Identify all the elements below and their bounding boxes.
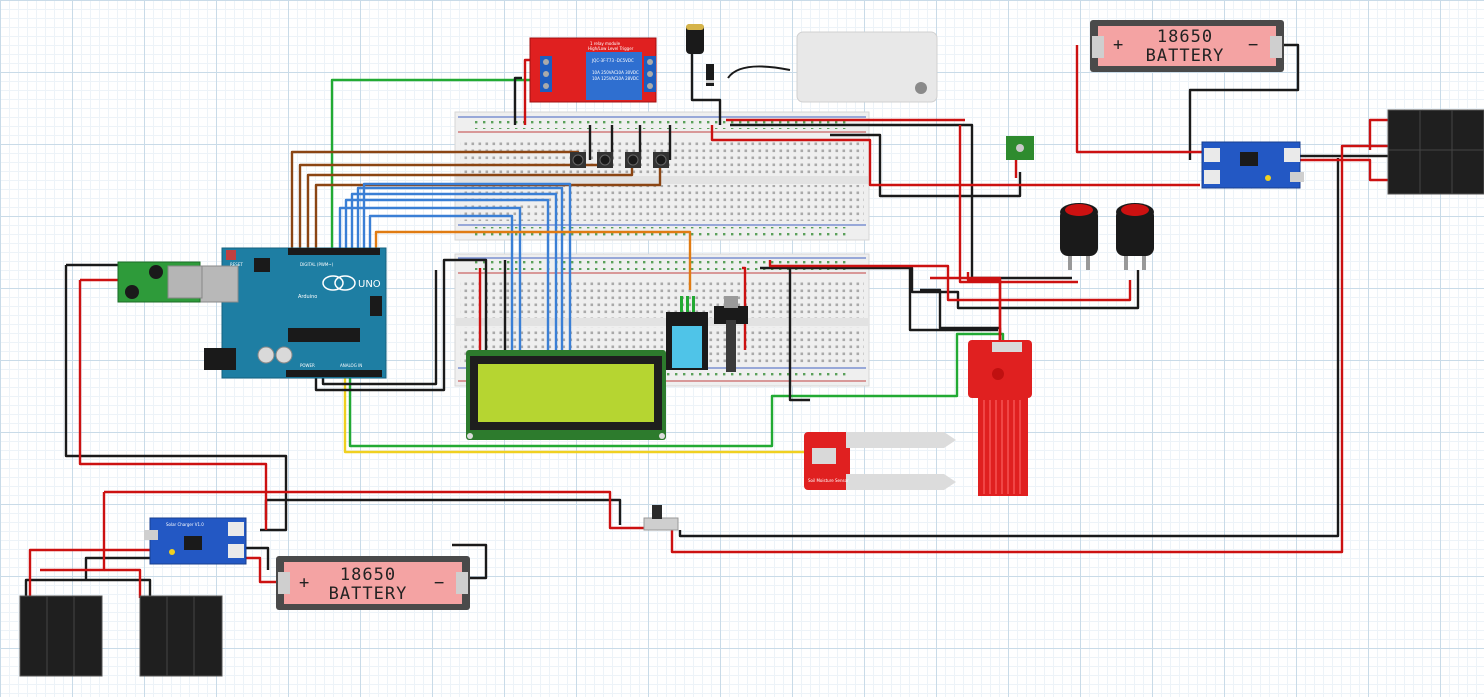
- slide-switch: [643, 505, 679, 531]
- arduino-logo: [334, 275, 356, 291]
- small-sensor-module: [1006, 136, 1034, 160]
- battery-top-line1: 18650: [1157, 27, 1213, 47]
- battery-top-plus: +: [1113, 35, 1124, 55]
- battery-bottom-minus: −: [434, 573, 445, 593]
- usb-power-module: [117, 261, 203, 303]
- battery-top-line2: BATTERY: [1146, 46, 1225, 66]
- solar-charger-label: Solar Charger V1.0: [166, 522, 204, 527]
- relay-module: 1 relay module High/Low Level Trigger JQ…: [529, 37, 657, 103]
- analog-header-label: ANALOG IN: [340, 363, 362, 368]
- reset-button[interactable]: [226, 250, 236, 260]
- water-level-sensor: [968, 340, 1032, 496]
- solar-panel-left-1: [19, 595, 103, 677]
- arcade-button-2: [1116, 203, 1154, 270]
- solar-charger-top: [1201, 141, 1304, 189]
- diode: [706, 64, 714, 86]
- wire-green-relay: [330, 78, 530, 253]
- dht-sensor: [666, 296, 708, 370]
- arduino-model-label: UNO: [358, 279, 381, 290]
- arduino-uno: UNO Arduino DIGITAL (PWM~) POWER ANALOG …: [195, 247, 387, 379]
- soil-moisture-sensor: Soil Moisture Sensor: [804, 432, 956, 490]
- relay-rating-3: 10A 30VDC: [616, 70, 639, 75]
- battery-bottom-plus: +: [299, 573, 310, 593]
- relay-rating-4: 10A 28VDC: [616, 76, 639, 81]
- water-pump: [796, 31, 938, 103]
- battery-top-minus: −: [1248, 35, 1259, 55]
- battery-18650-bottom: + − 18650 BATTERY: [276, 556, 470, 610]
- relay-title: 1 relay module: [590, 41, 621, 46]
- soil-sensor-label: Soil Moisture Sensor: [808, 478, 849, 483]
- battery-bottom-line2: BATTERY: [329, 584, 408, 604]
- arcade-button-1: [1060, 203, 1098, 270]
- solar-panel-left-2: [139, 595, 223, 677]
- relay-subtitle: High/Low Level Trigger: [588, 46, 634, 51]
- push-buttons: [570, 152, 669, 168]
- wire-green-water: [348, 332, 1005, 448]
- breadboard-upper: [454, 111, 870, 241]
- lcd-display: [466, 350, 666, 440]
- solar-panel-right: [1387, 109, 1484, 195]
- solar-charger-bottom: Solar Charger V1.0: [144, 517, 247, 565]
- digital-header-label: DIGITAL (PWM~): [300, 262, 334, 267]
- power-header-label: POWER: [300, 363, 315, 368]
- battery-18650-top: + − 18650 BATTERY: [1090, 20, 1284, 72]
- relay-rating-1: 10A 250VAC: [592, 70, 617, 75]
- relay-rating-2: 10A 125VAC: [592, 76, 617, 81]
- relay-model: JQC-3F-T73 -DC5VDC: [591, 58, 634, 63]
- capacitor: [686, 24, 704, 54]
- wire-yellow-soil: [343, 372, 808, 454]
- reset-label: RESET: [230, 262, 243, 267]
- battery-bottom-line1: 18650: [340, 565, 396, 585]
- arduino-brand-label: Arduino: [298, 294, 317, 300]
- potentiometer: [714, 296, 748, 372]
